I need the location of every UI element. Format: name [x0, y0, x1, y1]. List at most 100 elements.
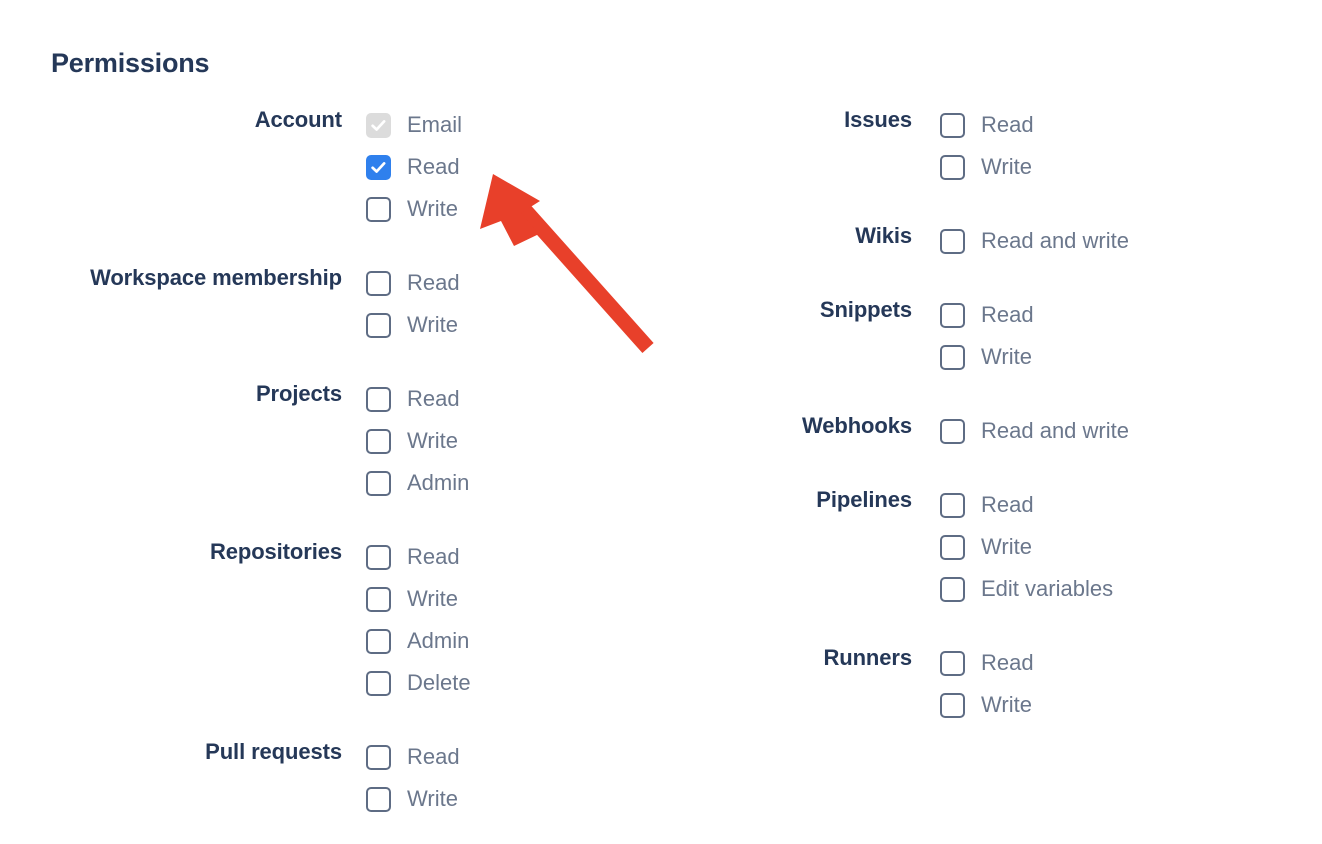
checkbox-workspace-membership-read[interactable] [366, 270, 391, 296]
permission-option-workspace-membership-read[interactable]: Read [366, 262, 660, 304]
checkbox-repositories-read[interactable] [366, 544, 391, 570]
permission-option-label: Read [981, 650, 1034, 675]
checkbox-snippets-write[interactable] [940, 344, 965, 370]
permission-option-label: Write [981, 154, 1032, 179]
checkbox-projects-read[interactable] [366, 386, 391, 412]
permission-group-label: Snippets [819, 297, 912, 322]
permission-group-label: Repositories [209, 539, 342, 564]
checkbox-repositories-write[interactable] [366, 586, 391, 612]
checkbox-runners-write[interactable] [940, 692, 965, 718]
permission-group-label: Projects [255, 381, 342, 406]
permission-option-webhooks-read-and-write[interactable]: Read and write [940, 410, 1322, 452]
check-icon [368, 157, 389, 178]
permission-option-repositories-read[interactable]: Read [366, 536, 660, 578]
permission-option-label: Admin [407, 628, 470, 653]
permission-option-label: Read [407, 386, 460, 411]
checkbox-repositories-delete[interactable] [366, 670, 391, 696]
permission-group-label: Pipelines [816, 487, 912, 512]
permission-option-label: Read [981, 112, 1034, 137]
permission-option-pipelines-write[interactable]: Write [940, 526, 1322, 568]
checkbox-pipelines-write[interactable] [940, 534, 965, 560]
permission-group-label: Account [254, 107, 342, 132]
checkbox-workspace-membership-write[interactable] [366, 312, 391, 338]
permission-option-repositories-write[interactable]: Write [366, 578, 660, 620]
checkbox-projects-write[interactable] [366, 428, 391, 454]
page-title: Permissions [51, 48, 210, 78]
checkbox-pull-requests-write[interactable] [366, 786, 391, 812]
checkbox-account-read[interactable] [366, 154, 391, 180]
checkbox-pull-requests-read[interactable] [366, 744, 391, 770]
permission-option-workspace-membership-write[interactable]: Write [366, 304, 660, 346]
permission-option-label: Email [407, 112, 463, 137]
checkbox-account-write[interactable] [366, 196, 391, 222]
permission-option-label: Read [407, 270, 460, 295]
permission-option-label: Write [407, 312, 458, 337]
checkbox-pipelines-read[interactable] [940, 492, 965, 518]
permission-option-label: Write [981, 692, 1032, 717]
permission-group-label: Runners [823, 645, 912, 670]
permission-option-projects-write[interactable]: Write [366, 420, 660, 462]
checkbox-issues-read[interactable] [940, 112, 965, 138]
permission-group-label: Webhooks [801, 413, 912, 438]
checkbox-repositories-admin[interactable] [366, 628, 391, 654]
permission-group-wikis: Wikis Read and write [660, 220, 1322, 262]
permission-option-label: Edit variables [981, 576, 1114, 601]
permission-option-projects-admin[interactable]: Admin [366, 462, 660, 504]
permission-option-label: Admin [407, 470, 470, 495]
permission-option-label: Write [981, 534, 1032, 559]
permission-option-runners-write[interactable]: Write [940, 684, 1322, 726]
permission-group-label: Wikis [855, 223, 912, 248]
permission-option-repositories-admin[interactable]: Admin [366, 620, 660, 662]
permission-option-account-email[interactable]: Email [366, 104, 660, 146]
permission-option-pipelines-read[interactable]: Read [940, 484, 1322, 526]
permission-option-snippets-write[interactable]: Write [940, 336, 1322, 378]
checkbox-webhooks-read-and-write[interactable] [940, 418, 965, 444]
permission-option-projects-read[interactable]: Read [366, 378, 660, 420]
checkbox-issues-write[interactable] [940, 154, 965, 180]
permission-option-wikis-read-and-write[interactable]: Read and write [940, 220, 1322, 262]
permission-option-label: Write [407, 428, 458, 453]
permission-option-label: Read [407, 744, 460, 769]
permission-option-snippets-read[interactable]: Read [940, 294, 1322, 336]
checkbox-pipelines-edit-variables[interactable] [940, 576, 965, 602]
permission-option-pipelines-edit-variables[interactable]: Edit variables [940, 568, 1322, 610]
permission-option-list: Read and write [912, 220, 1322, 262]
permission-option-issues-read[interactable]: Read [940, 104, 1322, 146]
permission-option-pull-requests-write[interactable]: Write [366, 778, 660, 820]
permission-group-label: Issues [844, 107, 912, 132]
checkbox-runners-read[interactable] [940, 650, 965, 676]
permission-option-label: Read [407, 154, 460, 179]
permission-option-account-write[interactable]: Write [366, 188, 660, 230]
checkbox-snippets-read[interactable] [940, 302, 965, 328]
permission-option-pull-requests-read[interactable]: Read [366, 736, 660, 778]
permission-option-runners-read[interactable]: Read [940, 642, 1322, 684]
checkbox-wikis-read-and-write[interactable] [940, 228, 965, 254]
permission-option-account-read[interactable]: Read [366, 146, 660, 188]
permission-option-issues-write[interactable]: Write [940, 146, 1322, 188]
permission-option-label: Read [407, 544, 460, 569]
checkbox-account-email [366, 112, 391, 138]
permission-option-repositories-delete[interactable]: Delete [366, 662, 660, 704]
permission-option-list: Read and write [912, 410, 1322, 452]
checkbox-projects-admin[interactable] [366, 470, 391, 496]
permission-group-label: Pull requests [205, 739, 342, 764]
